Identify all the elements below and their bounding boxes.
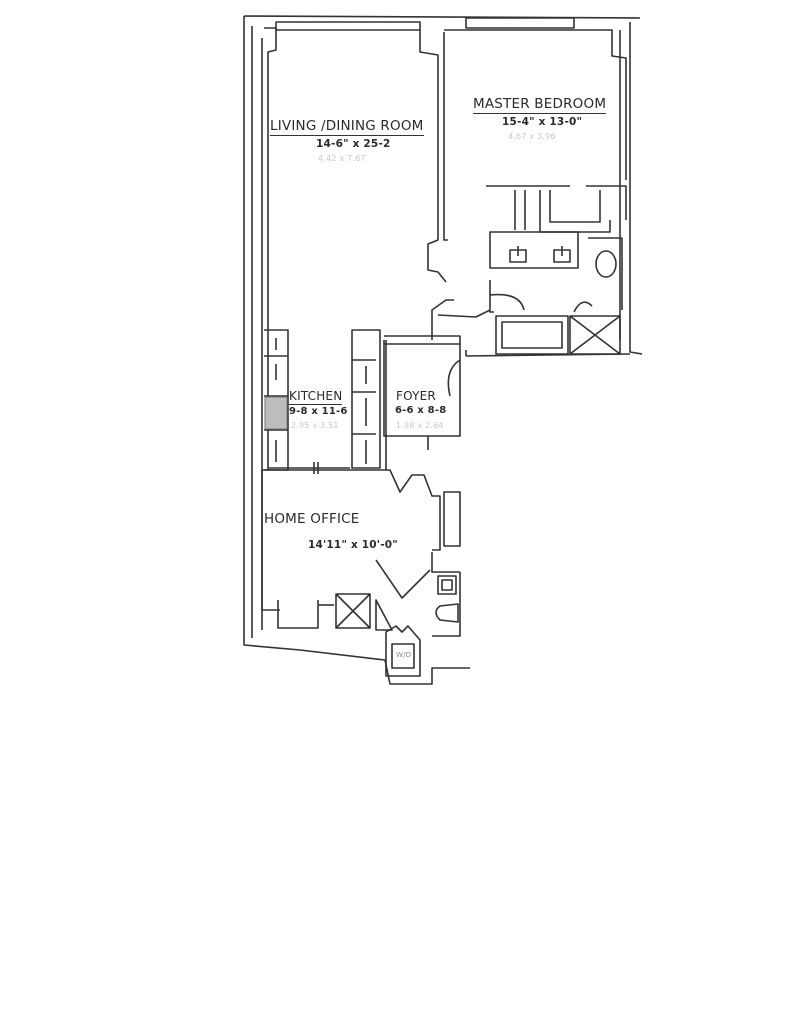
- home-office-label: HOME OFFICE: [264, 511, 360, 527]
- master-bedroom-dimensions: 15-4" x 13-0": [502, 116, 583, 128]
- master-bedroom-walls: [437, 17, 627, 318]
- foyer-label: FOYER: [396, 389, 436, 403]
- door-swing: [375, 599, 393, 631]
- kitchen-label: KITCHEN: [289, 389, 343, 405]
- washer-dryer-label: W/D: [396, 651, 412, 659]
- home-office-walls: [261, 469, 461, 629]
- bathtub: [495, 315, 569, 355]
- living-dining-room-dimensions: 14-6" x 25-2: [316, 138, 391, 150]
- kitchen-dimensions: 9-8 x 11-6: [289, 406, 348, 417]
- office-bathroom: [335, 572, 461, 677]
- foyer-walls: [383, 335, 461, 470]
- home-office-dimensions: 14'11" x 10'-0": [308, 539, 398, 551]
- exterior-wall: [243, 15, 643, 685]
- living-dining-room-metric: 4.42 x 7.67: [318, 154, 366, 163]
- living-dining-room-label: LIVING /DINING ROOM: [270, 118, 424, 136]
- toilet-icon: [595, 250, 617, 278]
- master-bedroom-label: MASTER BEDROOM: [473, 96, 607, 114]
- vanity-sinks: [509, 246, 571, 263]
- foyer-dimensions: 6-6 x 8-8: [395, 405, 447, 416]
- kitchen-range: [264, 396, 288, 430]
- living-dining-room-walls: [264, 21, 454, 470]
- master-shower: [569, 315, 621, 355]
- kitchen-walls: [264, 329, 381, 474]
- master-bedroom-metric: 4.67 x 3.96: [508, 132, 556, 141]
- foyer-metric: 1.98 x 2.64: [396, 421, 444, 430]
- kitchen-metric: 2.95 x 3.51: [291, 421, 339, 430]
